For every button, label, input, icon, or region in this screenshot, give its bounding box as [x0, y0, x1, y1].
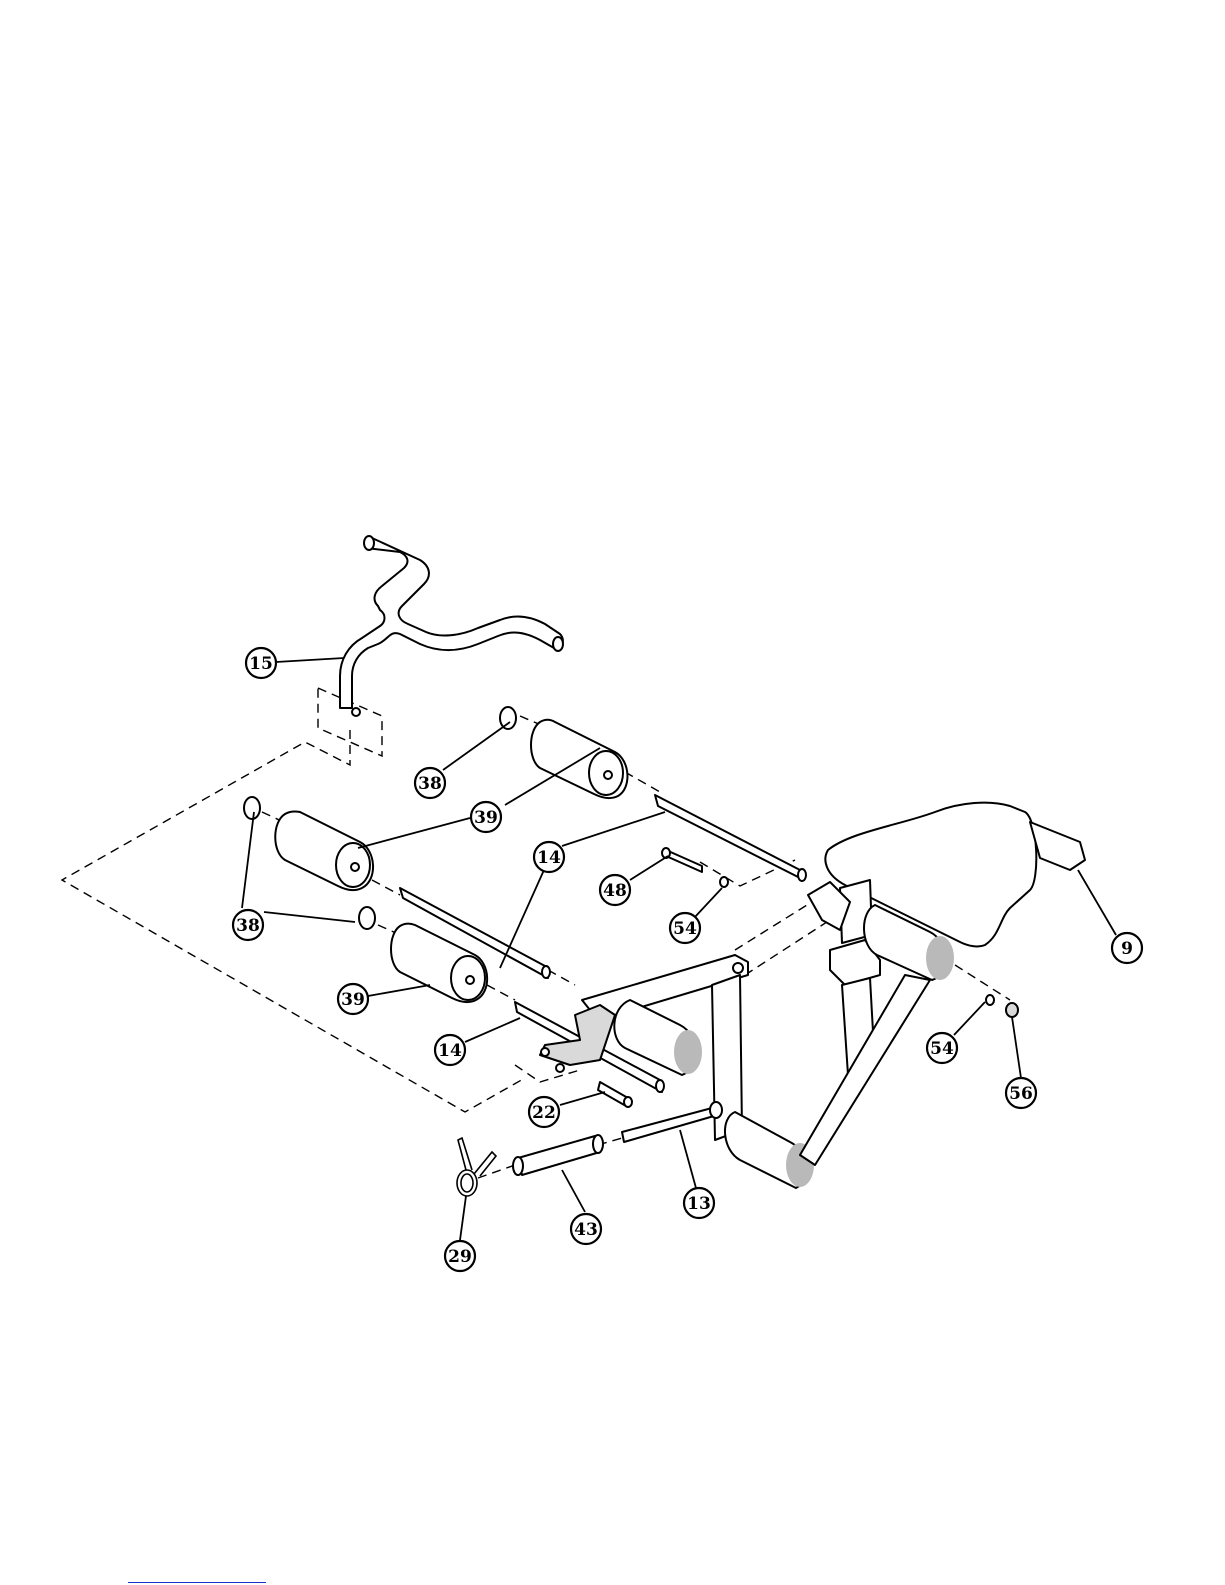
callout-22-label: 22	[532, 1103, 556, 1123]
roller-mid-part	[244, 797, 373, 890]
handle-bar-part	[340, 536, 563, 716]
nut-56	[1006, 1003, 1018, 1017]
callout-54-top: 54	[670, 913, 700, 943]
roller-low-part	[359, 907, 487, 1002]
footer-divider	[128, 1582, 266, 1583]
callout-15: 15	[246, 648, 276, 678]
callout-38-mid: 38	[233, 910, 263, 940]
callout-14-top: 14	[534, 842, 564, 872]
pin-13-part	[622, 1102, 722, 1142]
callout-29: 29	[445, 1241, 475, 1271]
roller-mid-guide-b	[372, 880, 400, 895]
callout-14-low-label: 14	[438, 1041, 462, 1061]
callout-13-label: 13	[687, 1194, 711, 1214]
callout-38-top-label: 38	[418, 774, 442, 794]
callout-56: 56	[1006, 1078, 1036, 1108]
callout-56-label: 56	[1009, 1084, 1033, 1104]
callouts: 15 38 39 14 38 39 14 48	[233, 648, 1142, 1271]
handle-grip-end-left	[364, 536, 374, 550]
callout-14-low: 14	[435, 1035, 465, 1065]
roller-cap-low	[359, 907, 375, 929]
callout-54-top-label: 54	[673, 919, 697, 939]
washer-54-top	[720, 877, 728, 887]
nut-guide	[955, 965, 1010, 1000]
callout-39-mid-label: 39	[341, 990, 365, 1010]
callout-54-right: 54	[927, 1033, 957, 1063]
pivot-guide-b	[745, 920, 830, 975]
callout-29-label: 29	[448, 1247, 472, 1267]
callout-22: 22	[529, 1097, 559, 1127]
callout-43: 43	[571, 1214, 601, 1244]
callout-39-mid: 39	[338, 984, 368, 1014]
callout-54-right-label: 54	[930, 1039, 954, 1059]
seat-pad-part	[800, 803, 1085, 1165]
pivot-guide	[735, 900, 815, 950]
handle-pin-hole	[352, 708, 360, 716]
roller-low-guide-b	[487, 985, 515, 1000]
roller-top-guide-b	[625, 772, 660, 792]
callout-9: 9	[1112, 933, 1142, 963]
seat-bracket	[1030, 822, 1085, 870]
callout-15-label: 15	[249, 654, 273, 674]
callout-48-label: 48	[603, 881, 627, 901]
roller-cap-top	[500, 707, 516, 729]
washer-54-right	[986, 995, 994, 1005]
callout-48: 48	[600, 875, 630, 905]
roller-cap-mid	[244, 797, 260, 819]
handle-grip-end-right	[553, 637, 563, 651]
bolt-22-part	[598, 1082, 632, 1107]
bolt-48-part	[662, 848, 728, 887]
clip-29-part	[457, 1138, 496, 1196]
callout-14-top-label: 14	[537, 848, 561, 868]
callout-9-label: 9	[1121, 939, 1133, 959]
leader-lines	[242, 658, 1116, 1240]
callout-43-label: 43	[574, 1220, 598, 1240]
tube-low-guide	[548, 970, 575, 985]
callout-39-top: 39	[471, 802, 501, 832]
callout-38-top: 38	[415, 768, 445, 798]
nut-part	[986, 995, 1018, 1017]
callout-39-top-label: 39	[474, 808, 498, 828]
callout-38-mid-label: 38	[236, 916, 260, 936]
bracket-guide	[515, 1065, 580, 1082]
callout-13: 13	[684, 1188, 714, 1218]
tube-upper	[655, 795, 804, 880]
roller-top-part	[500, 707, 627, 798]
sleeve-43-part	[513, 1135, 603, 1175]
